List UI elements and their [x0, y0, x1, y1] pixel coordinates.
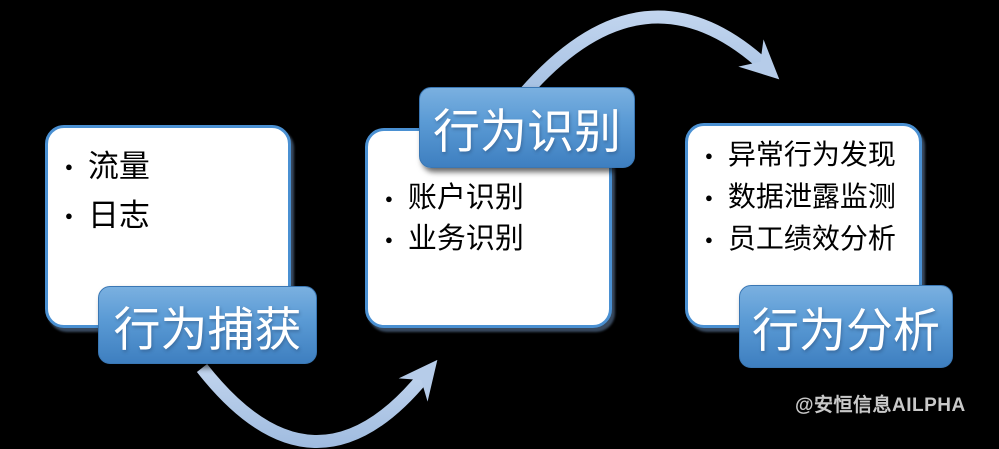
- analysis-stage-banner: 行为分析: [739, 285, 953, 368]
- recognition-stage-banner: 行为识别: [419, 87, 635, 168]
- capture-item-list: 流量 日志: [48, 128, 288, 240]
- list-item: 流量: [65, 142, 288, 191]
- list-item: 业务识别: [385, 219, 609, 260]
- list-item: 数据泄露监测: [705, 177, 919, 219]
- arrow-capture-to-recognition-icon: [196, 359, 438, 448]
- list-item: 日志: [65, 191, 288, 240]
- watermark-text: @安恒信息AILPHA: [795, 395, 966, 416]
- list-item: 异常行为发现: [705, 135, 919, 177]
- recognition-item-list: 账户识别 业务识别: [368, 131, 609, 260]
- arrow-recognition-to-analysis-icon: [519, 10, 780, 99]
- list-item: 员工绩效分析: [705, 219, 919, 261]
- list-item: 账户识别: [385, 178, 609, 219]
- analysis-item-list: 异常行为发现 数据泄露监测 员工绩效分析: [688, 126, 919, 261]
- capture-stage-banner: 行为捕获: [98, 286, 317, 364]
